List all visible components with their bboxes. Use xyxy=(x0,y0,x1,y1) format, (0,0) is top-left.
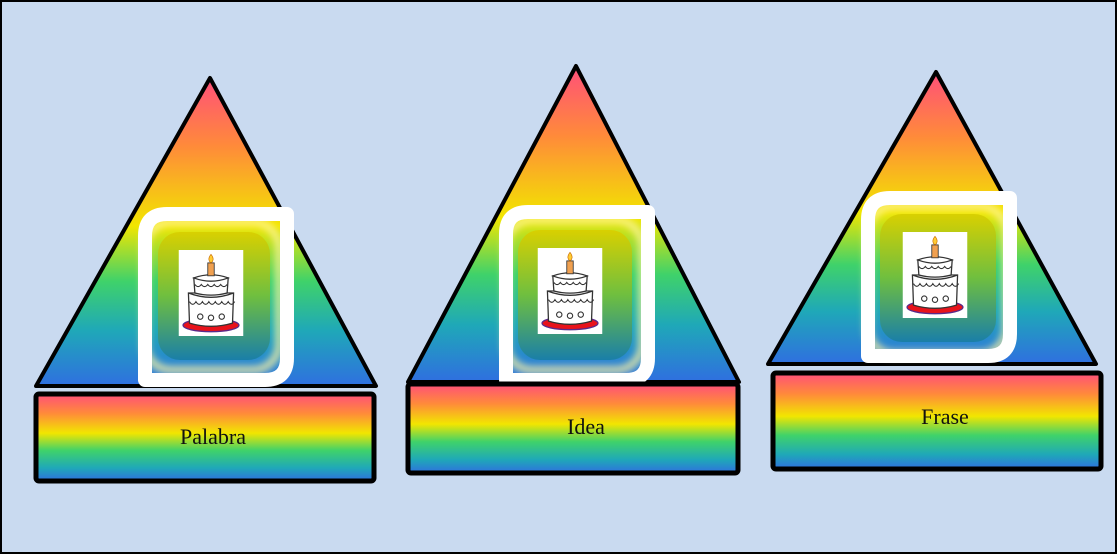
birthday-cake-icon xyxy=(903,232,968,318)
cake-frame xyxy=(868,198,1010,356)
birthday-cake-icon xyxy=(179,250,244,336)
card-label-palabra: Palabra xyxy=(180,424,246,449)
card-label-idea: Idea xyxy=(567,414,605,439)
card-label-frase: Frase xyxy=(921,404,969,429)
birthday-cake-icon xyxy=(538,248,603,334)
